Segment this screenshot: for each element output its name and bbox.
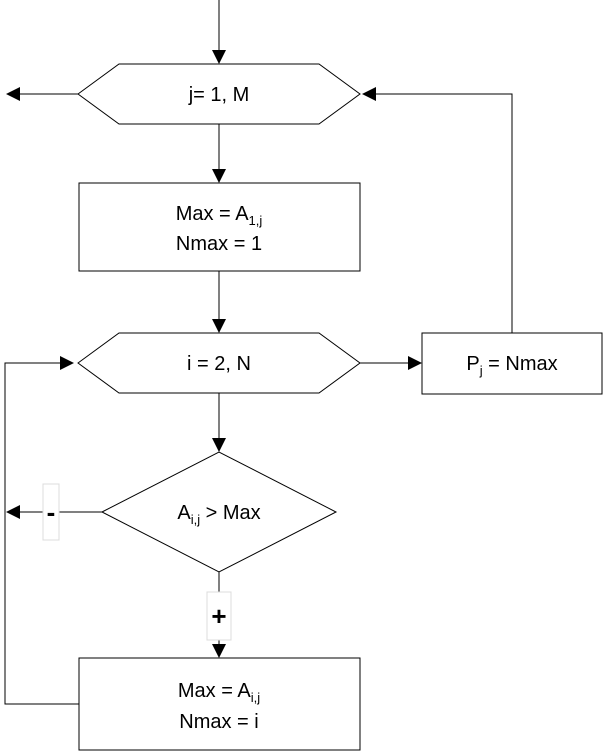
update-to-i-loop-connector bbox=[4, 362, 79, 705]
update-process-box bbox=[78, 657, 361, 751]
i-loop-to-condition-arrow bbox=[212, 438, 226, 452]
init-to-i-loop-arrow bbox=[212, 319, 226, 333]
j-loop-hexagon bbox=[77, 63, 361, 125]
update-max-formula: Max = Ai,j bbox=[178, 680, 260, 705]
no-branch-label: - bbox=[47, 497, 56, 527]
init-max-formula: Max = A1,j bbox=[176, 203, 263, 228]
condition-label: Ai,j > Max bbox=[177, 502, 260, 527]
j-loop-to-init-arrow bbox=[212, 169, 226, 183]
yes-branch-label-bg bbox=[206, 591, 232, 641]
update-nmax-formula: Nmax = i bbox=[179, 711, 258, 733]
i-loop-to-result-arrow bbox=[408, 356, 422, 370]
result-process-box bbox=[421, 332, 603, 395]
result-to-j-loop-arrow bbox=[362, 87, 376, 101]
no-branch-label-bg bbox=[42, 483, 60, 541]
j-loop-exit-arrow bbox=[6, 87, 20, 101]
condition-no-arrow bbox=[6, 505, 20, 519]
i-loop-hexagon bbox=[77, 332, 361, 394]
result-formula: Pj = Nmax bbox=[466, 353, 557, 378]
condition-diamond bbox=[100, 451, 338, 573]
entry-arrow bbox=[212, 50, 226, 64]
condition-yes-arrow bbox=[212, 644, 226, 658]
i-loop-label: i = 2, N bbox=[187, 353, 251, 375]
update-to-i-loop-arrow bbox=[60, 356, 74, 370]
result-to-j-loop-connector bbox=[376, 93, 513, 333]
init-process-box bbox=[78, 182, 361, 272]
init-nmax-formula: Nmax = 1 bbox=[176, 233, 262, 255]
yes-branch-label: + bbox=[211, 601, 226, 631]
j-loop-label: j= 1, M bbox=[188, 84, 250, 106]
